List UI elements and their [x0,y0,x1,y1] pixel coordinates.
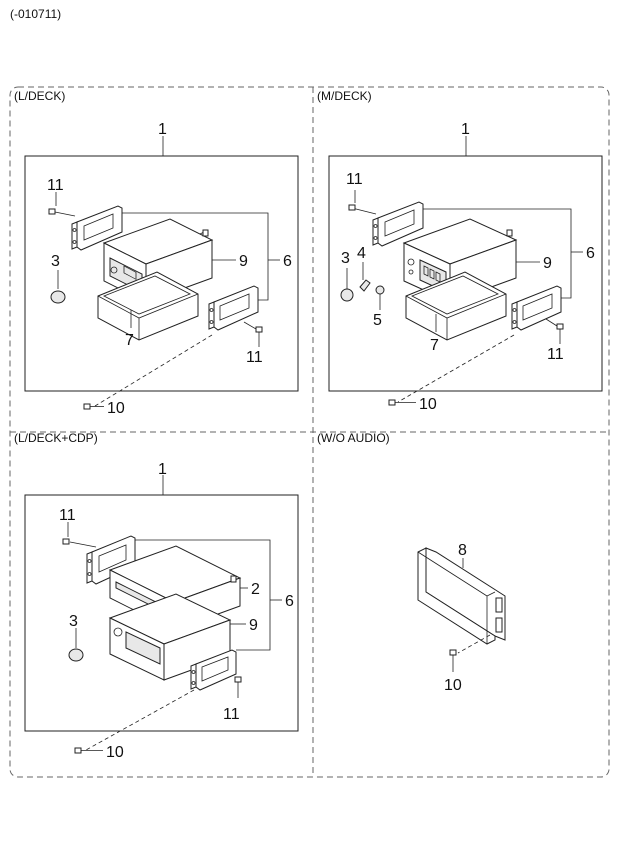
left-bracket [372,201,424,247]
screw-part [48,192,76,217]
radio-unit [108,593,232,681]
callout-11: 11 [47,177,64,194]
callout-11: 11 [547,346,564,363]
panel-title: (L/DECK) [14,89,65,103]
callout-11: 11 [59,507,76,524]
callout-3: 3 [51,253,60,270]
small-knob-part [359,262,371,292]
panel-m-deck: (M/DECK) 1 11 [317,89,603,413]
panel-l-deck: (L/DECK) 1 11 [14,89,299,417]
screw-part [83,403,104,410]
pocket-tray [97,271,199,341]
screw-part [449,649,457,672]
callout-1: 1 [158,461,167,478]
callout-9: 9 [239,253,248,270]
assembly-box [24,155,299,392]
callout-1: 1 [158,121,167,138]
revision-code: (-010711) [10,7,61,21]
knob-part [68,628,84,662]
panel-without-audio: (W/O AUDIO) 8 10 [317,431,506,694]
knob-part [340,268,354,302]
callout-10: 10 [107,400,125,417]
callout-6: 6 [586,245,595,262]
callout-10: 10 [106,744,124,761]
callout-3: 3 [341,250,350,267]
panel-title: (W/O AUDIO) [317,431,390,445]
outer-frame [9,86,610,778]
assembly-box [328,155,603,392]
callout-7: 7 [125,332,134,349]
assembly-box [24,494,299,732]
right-bracket [511,285,562,331]
screw-part [74,747,103,754]
callout-4: 4 [357,245,366,262]
screw-part [243,321,263,347]
callout-11: 11 [346,171,363,188]
knob-part [50,270,66,304]
knob-cap-part [375,285,385,310]
callout-11: 11 [223,706,240,723]
blank-cover-plate [417,547,506,645]
callout-7: 7 [430,337,439,354]
callout-3: 3 [69,613,78,630]
panel-l-deck-cdp: (L/DECK+CDP) 1 11 2 [14,431,299,761]
callout-10: 10 [419,396,437,413]
callout-8: 8 [458,542,467,559]
callout-6: 6 [283,253,292,270]
callout-10: 10 [444,677,462,694]
screw-part [348,190,377,215]
screw-part [545,318,564,344]
panel-title: (L/DECK+CDP) [14,431,98,445]
callout-11: 11 [246,349,263,366]
callout-5: 5 [373,312,382,329]
pocket-tray [405,271,507,341]
right-bracket [208,285,259,331]
callout-2: 2 [251,581,260,598]
callout-9: 9 [543,255,552,272]
screw-part [62,522,97,548]
callout-6: 6 [285,593,294,610]
screw-part [234,676,242,698]
screw-part [388,399,416,406]
callout-9: 9 [249,617,258,634]
callout-1: 1 [461,121,470,138]
panel-title: (M/DECK) [317,89,372,103]
right-bracket [190,649,237,691]
left-bracket [71,205,123,251]
